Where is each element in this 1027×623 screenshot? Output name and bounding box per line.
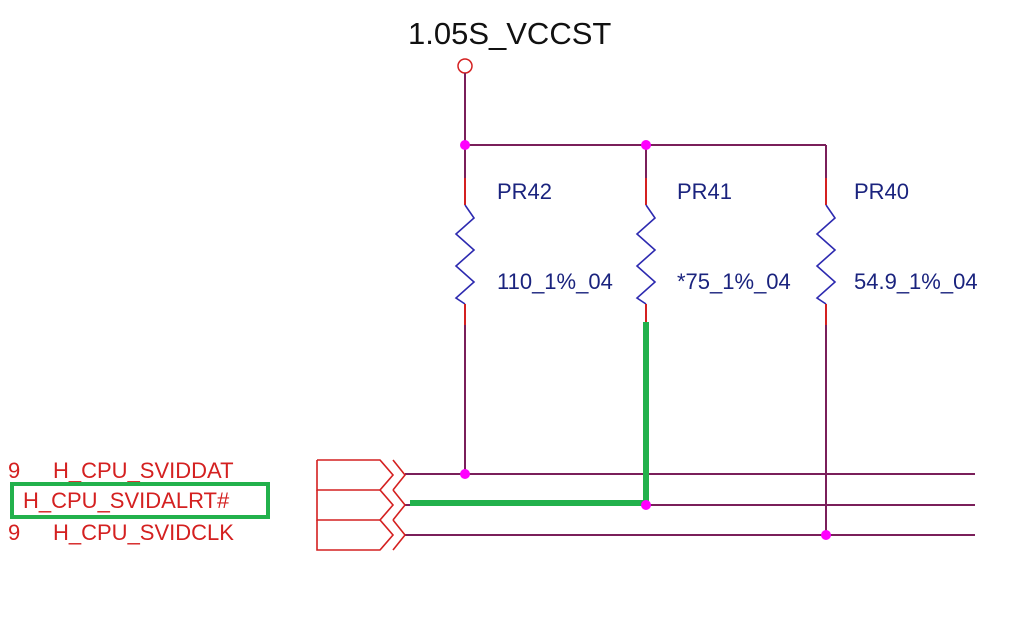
junction-dot bbox=[641, 500, 651, 510]
resistor-ref-label: PR41 bbox=[677, 179, 732, 204]
resistor-pr40[interactable]: PR40 54.9_1%_04 bbox=[815, 145, 978, 325]
resistor-value-label: 110_1%_04 bbox=[497, 269, 613, 294]
power-rail-label: 1.05S_VCCST bbox=[408, 16, 611, 51]
resistor-ref-label: PR42 bbox=[497, 179, 552, 204]
connector-arrow-icon bbox=[392, 489, 407, 521]
connector-arrow-icon bbox=[392, 519, 407, 551]
resistor-ref-label: PR40 bbox=[854, 179, 909, 204]
offpage-connector-clk-icon[interactable] bbox=[316, 519, 395, 551]
resistor-zigzag-icon bbox=[815, 204, 837, 305]
resistor-zigzag-icon bbox=[454, 204, 476, 305]
junction-dot bbox=[460, 469, 470, 479]
signal-name-label: H_CPU_SVIDALRT# bbox=[23, 488, 230, 513]
power-terminal[interactable] bbox=[457, 58, 473, 74]
signal-labels: 9 H_CPU_SVIDDAT H_CPU_SVIDALRT# 9 H_CPU_… bbox=[8, 458, 234, 545]
offpage-connector-dat-icon[interactable] bbox=[316, 459, 395, 491]
offpage-connectors bbox=[316, 459, 407, 551]
junction-dot bbox=[460, 140, 470, 150]
signal-page-ref: 9 bbox=[8, 520, 20, 545]
junction-dot bbox=[641, 140, 651, 150]
signal-page-ref: 9 bbox=[8, 458, 20, 483]
connector-arrow-icon bbox=[392, 459, 407, 491]
resistor-value-label: *75_1%_04 bbox=[677, 269, 791, 294]
resistor-pr42[interactable]: PR42 110_1%_04 bbox=[454, 145, 613, 325]
resistor-value-label: 54.9_1%_04 bbox=[854, 269, 978, 294]
resistor-pr41[interactable]: PR41 *75_1%_04 bbox=[635, 145, 791, 325]
junctions bbox=[460, 140, 831, 540]
resistor-zigzag-icon bbox=[635, 204, 657, 305]
wires bbox=[405, 73, 975, 536]
highlight-trace bbox=[410, 322, 649, 506]
highlight-box bbox=[10, 482, 270, 519]
signal-name-label: H_CPU_SVIDCLK bbox=[53, 520, 234, 545]
signal-name-label: H_CPU_SVIDDAT bbox=[53, 458, 234, 483]
junction-dot bbox=[821, 530, 831, 540]
offpage-connector-alrt-icon[interactable] bbox=[316, 489, 395, 521]
